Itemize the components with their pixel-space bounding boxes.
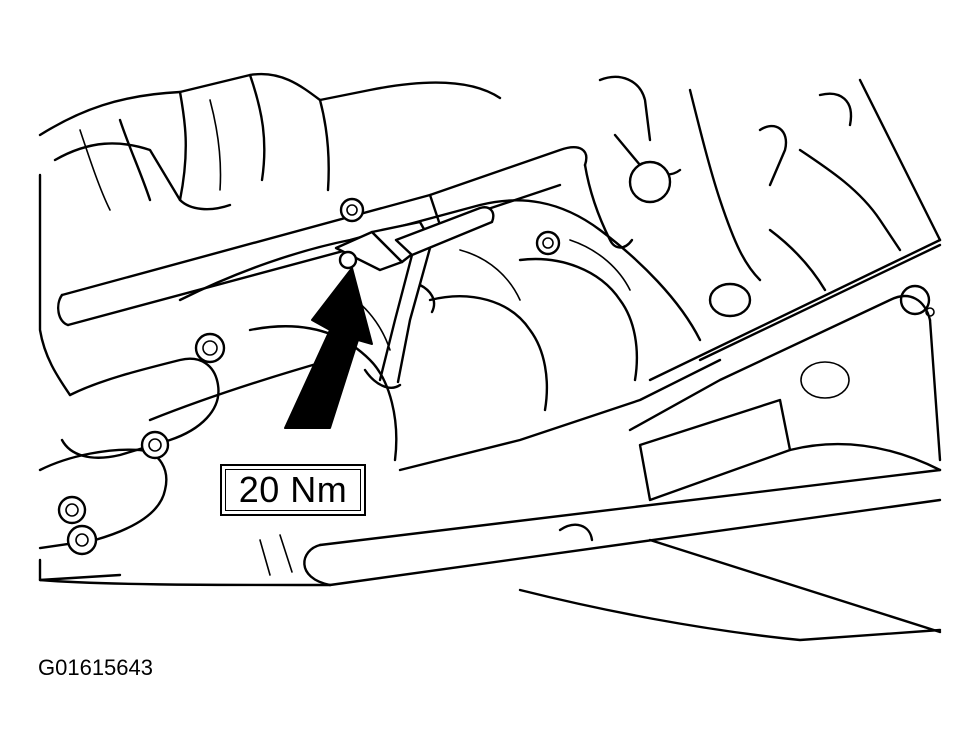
bolts — [57, 197, 935, 556]
bolt-icon — [339, 197, 365, 223]
bolt-icon — [66, 524, 98, 556]
bolt-icon — [194, 332, 226, 364]
callout-arrow — [284, 267, 373, 429]
bolt-icon — [535, 230, 561, 256]
lower-crossbar — [38, 468, 942, 642]
hoses-upper-right — [583, 75, 942, 318]
torque-value-label: 20 Nm — [238, 469, 348, 510]
bolt-icon — [899, 284, 935, 317]
upper-housing — [38, 72, 502, 397]
bolt-icon — [57, 495, 87, 525]
torque-callout-box: 20 Nm — [220, 464, 366, 516]
bolt-icon — [140, 430, 170, 460]
figure-id-label: G01615643 — [38, 655, 153, 680]
fuel-rail — [56, 146, 588, 327]
mounting-bracket-icon — [334, 206, 495, 389]
right-bracket — [628, 238, 942, 502]
torque-callout-inner-border — [225, 469, 361, 511]
intake-manifold — [148, 199, 722, 472]
